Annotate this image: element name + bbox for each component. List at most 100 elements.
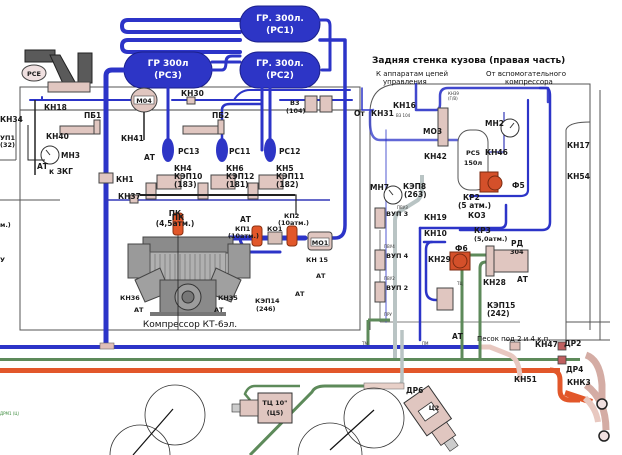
label-kr3: КР3	[474, 226, 491, 235]
label-v3-num: (104)	[286, 107, 306, 115]
right-pipes	[368, 82, 552, 342]
tank-rs3: ГР 300л (РС3)	[123, 51, 213, 89]
pk-title: ПК	[169, 209, 182, 218]
label-kn40: КН40	[46, 132, 69, 141]
label-kn47: КН47	[535, 340, 558, 349]
note-aux-compressor-1: От вспомогательного	[486, 70, 566, 78]
diagram-labels: Задняя стенка кузова (правая часть) К ап…	[0, 56, 591, 416]
cooling-coil	[120, 18, 242, 54]
brake-cylinder-ts5: ТЦ 10" (Ц5)	[231, 392, 293, 424]
pressure-regulator-kr2	[479, 171, 503, 193]
label-kep12: КЭП12	[226, 172, 254, 181]
label-at-5: АТ	[295, 290, 305, 298]
main-air-pipes	[29, 18, 373, 343]
sander-pb2	[182, 119, 225, 135]
gauge-mn2	[500, 118, 520, 138]
label-kr3-pressure: (5,0атм.)	[474, 235, 507, 243]
label-dr2: ДР2	[564, 339, 581, 348]
body-frame	[0, 83, 610, 341]
small-tank-rs11	[216, 138, 228, 162]
label-mo3: МО3	[423, 127, 442, 136]
label-vup2: ВУП 2	[386, 284, 408, 292]
tank-rs1: ГР. 300л. (РС1)	[239, 5, 321, 43]
valve-kn1	[98, 172, 114, 184]
label-kn39: КН39	[448, 91, 459, 96]
label-kn19: КН19	[424, 213, 447, 222]
valve-kp1	[251, 225, 263, 247]
valve-kn37	[129, 194, 139, 204]
label-kp2-pressure: (10атм.)	[278, 219, 309, 227]
tank-rs3-line1: ГР 300л	[148, 59, 189, 69]
tc10-number: (Ц5)	[267, 409, 284, 417]
brake-cylinder-ts2	[403, 385, 459, 452]
label-kep15: КЭП15	[487, 301, 515, 310]
label-at-9: АТ	[452, 332, 464, 341]
wheelsets	[109, 384, 405, 455]
label-rd-num: 304	[510, 248, 524, 256]
pk-pressure: (4,5атм.)	[156, 219, 195, 228]
note-aux-compressor-2: компрессора	[505, 78, 553, 86]
tank-rs2-line2: (РС2)	[266, 71, 294, 81]
label-at-3: АТ	[240, 215, 252, 224]
valve-kn47	[557, 341, 567, 351]
note-control-circuits-1: К аппаратам цепей	[376, 70, 448, 78]
label-dr4: ДР4	[566, 365, 583, 374]
ts2-label: Ц2	[429, 404, 440, 412]
label-kn41: КН41	[121, 134, 144, 143]
label-kn35: КН35	[218, 294, 238, 302]
oil-separator-mo3	[437, 107, 449, 147]
kep-valve-group	[140, 174, 297, 215]
label-kp1-pressure: (10атм.)	[228, 232, 259, 240]
rse-label: РСЕ	[27, 70, 41, 78]
tank-m04: М04	[130, 87, 158, 140]
note-control-circuits-2: управления	[383, 78, 427, 86]
label-tm: ТМ	[361, 341, 368, 346]
sand-note: Песок под 2 и 4 к.п.	[477, 335, 550, 343]
label-kn34: КН34	[0, 115, 23, 124]
label-kr2-pressure: (5 атм.)	[458, 201, 491, 210]
label-rs12: РС12	[279, 147, 300, 156]
label-ko3: КО3	[468, 211, 486, 220]
label-kn10: КН10	[424, 229, 447, 238]
label-kn36: КН36	[120, 294, 140, 302]
label-rd: РД	[511, 239, 523, 248]
label-kep15-num: (242)	[487, 309, 510, 318]
label-up1-num: (32)	[0, 141, 15, 149]
label-kr2: КР2	[463, 193, 480, 202]
label-vup4: ВУП 4	[386, 252, 409, 260]
tank-rs1-line1: ГР. 300л.	[256, 14, 304, 24]
label-at-2: АТ	[144, 153, 156, 162]
label-v3: В3	[290, 99, 299, 107]
label-pru: ПРУ	[384, 312, 392, 317]
oil-separator-mo1	[307, 231, 333, 251]
label-kn5: КН5	[276, 164, 294, 173]
label-mn7: МН7	[370, 183, 389, 192]
label-kn31: КН31	[371, 109, 394, 118]
label-mn2: МН2	[485, 119, 504, 128]
label-kn6: КН6	[226, 164, 244, 173]
label-kep14-num: (246)	[256, 305, 276, 313]
tank-rs1-line2: (РС1)	[266, 26, 294, 36]
section-title: Задняя стенка кузова (правая часть)	[372, 56, 565, 66]
label-kn30: КН30	[181, 89, 204, 98]
label-kep11: КЭП11	[276, 172, 304, 181]
label-rs11: РС11	[229, 147, 250, 156]
compressor-label: Компрессор КТ-6эл.	[143, 320, 237, 330]
label-kn16: КН16	[393, 101, 416, 110]
label-mn3: МН3	[61, 151, 80, 160]
label-rs13: РС13	[178, 147, 199, 156]
label-vup3: ВУП 3	[386, 210, 408, 218]
valve-kn51	[557, 355, 567, 365]
tc10-label: ТЦ 10"	[262, 399, 287, 407]
tank-rs2-line1: ГР. 300л.	[256, 59, 304, 69]
compressor-kt6: Компрессор КТ-6эл.	[127, 226, 251, 330]
label-k-zkg: к ЗКГ	[49, 167, 73, 176]
label-at-4: АТ	[316, 272, 326, 280]
valve-vup2	[374, 281, 386, 303]
tank-rs3-line2: (РС3)	[154, 71, 182, 81]
label-up1: УП1	[0, 134, 15, 142]
label-kn39-num: (Г/В)	[448, 96, 458, 101]
label-tc: ТЦ	[456, 281, 463, 286]
label-puv2: ПВУ2	[384, 276, 395, 281]
